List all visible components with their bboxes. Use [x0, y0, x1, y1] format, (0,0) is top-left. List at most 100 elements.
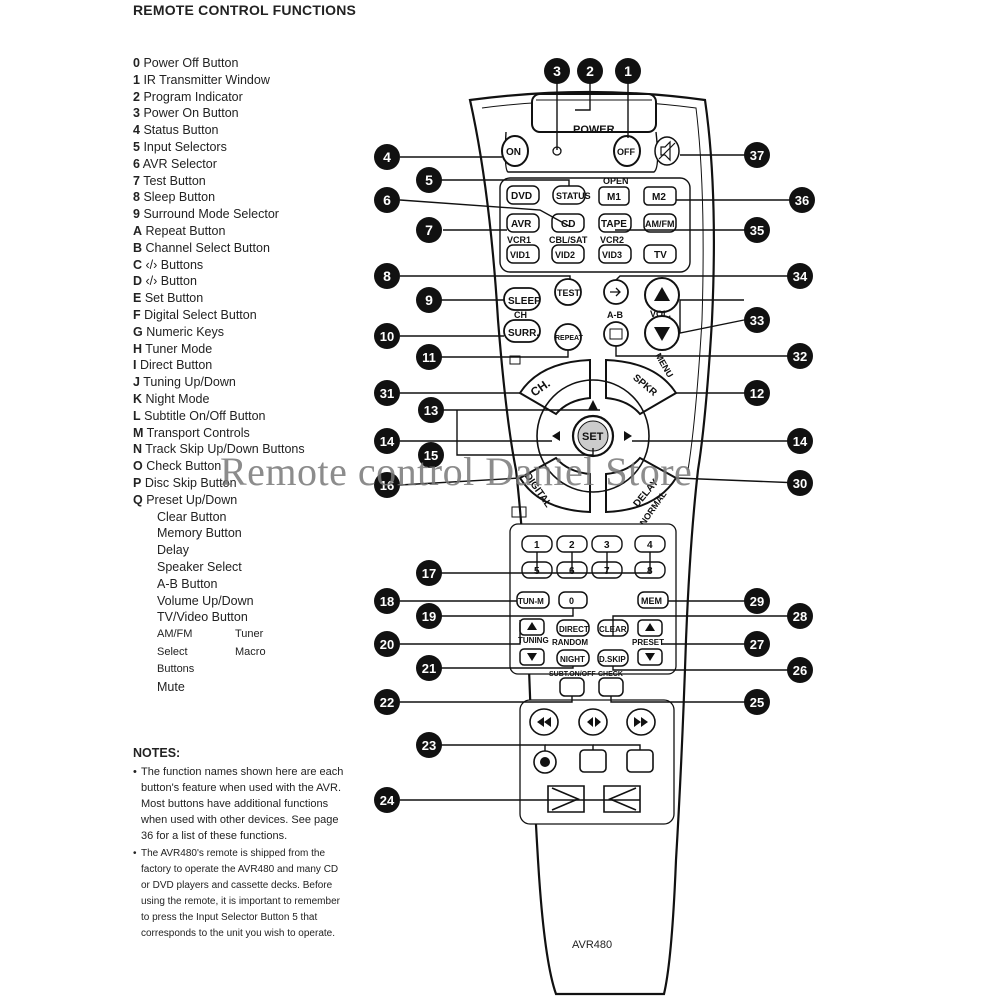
stop-button[interactable] [579, 749, 607, 773]
fast-forward-button[interactable] [626, 708, 656, 736]
legend-key: H [133, 341, 143, 356]
legend-key: E [133, 291, 142, 306]
legend-item: TV/Video Button [157, 610, 248, 625]
svg-text:ON: ON [506, 147, 521, 158]
tv-button[interactable]: TV [643, 244, 677, 264]
legend-item: 5 Input Selectors [133, 139, 363, 156]
leader-line [610, 696, 759, 703]
m1-button[interactable]: M1 [598, 186, 630, 206]
nav-up-icon[interactable] [588, 400, 598, 410]
leader-line [575, 80, 591, 111]
svg-text:8: 8 [383, 268, 391, 284]
vid3-button[interactable]: VID3 [598, 244, 632, 264]
svg-text:SLEEP: SLEEP [508, 296, 541, 307]
number-key-3[interactable]: 3 [591, 535, 623, 553]
callout-14: 14 [787, 428, 813, 454]
legend-key: J [133, 375, 140, 390]
legend-text: Sleep Button [143, 190, 216, 205]
preset-up-button[interactable] [637, 619, 663, 637]
preset-down-button[interactable] [637, 648, 663, 666]
nav-right-icon[interactable] [624, 431, 632, 441]
legend-key: O [133, 459, 143, 474]
number-key-2[interactable]: 2 [556, 535, 588, 553]
tv-video-button[interactable] [603, 279, 629, 305]
ab-button[interactable] [603, 321, 629, 347]
svg-text:33: 33 [750, 313, 764, 328]
leader-line [615, 275, 800, 281]
nav-left-icon[interactable] [552, 431, 560, 441]
volume-down-button[interactable] [644, 315, 680, 351]
disc-skip-button[interactable]: D.SKIP [597, 649, 629, 667]
avr-button[interactable]: AVR [506, 213, 540, 233]
vid2-button[interactable]: VID2 [551, 244, 585, 264]
legend-item: 6 AVR Selector [133, 156, 363, 173]
triangle-up-icon [654, 287, 670, 301]
check-label: CHECK [598, 671, 623, 678]
leader-line [441, 179, 570, 186]
legend-item: I Direct Button [133, 357, 363, 374]
callout-20: 20 [374, 631, 400, 657]
skip-back-button[interactable] [547, 785, 585, 813]
amfm-button[interactable]: AM/FM [643, 213, 677, 233]
rewind-button[interactable] [529, 708, 559, 736]
svg-text:4: 4 [383, 149, 391, 165]
channel-select-button[interactable] [518, 358, 591, 416]
legend-item: D ‹/› Button [133, 273, 363, 290]
dvd-button[interactable]: DVD [506, 185, 540, 205]
tuner-mode-button[interactable]: TUN-M [516, 591, 550, 609]
record-button[interactable] [533, 750, 557, 774]
page-title: REMOTE CONTROL FUNCTIONS [133, 2, 357, 18]
svg-text:TV: TV [654, 250, 667, 261]
skip-forward-icon [607, 787, 637, 811]
vid1-button[interactable]: VID1 [506, 244, 540, 264]
sleep-button[interactable]: SLEEP [503, 287, 541, 311]
svg-text:19: 19 [422, 609, 436, 624]
legend-text: Tuning Up/Down [143, 375, 236, 390]
skip-forward-button[interactable] [603, 785, 641, 813]
subtitle-button[interactable] [559, 677, 585, 697]
legend-text: Preset Up/Down [146, 492, 238, 507]
cd-button[interactable]: CD [551, 213, 585, 233]
svg-text:3: 3 [604, 540, 610, 551]
svg-text:35: 35 [750, 223, 764, 238]
legend-pair-left: Select [157, 645, 188, 658]
legend-item: Memory Button [157, 526, 242, 541]
night-button[interactable]: NIGHT [556, 649, 590, 667]
play-button[interactable] [578, 708, 608, 736]
svg-text:STATUS: STATUS [556, 191, 591, 201]
mute-button[interactable] [654, 136, 680, 166]
digital-select-button[interactable] [518, 456, 591, 514]
tuning-up-button[interactable] [519, 618, 545, 636]
pause-button[interactable] [626, 749, 654, 773]
legend-item: J Tuning Up/Down [133, 374, 363, 391]
number-key-4[interactable]: 4 [634, 535, 666, 553]
zero-button[interactable]: 0 [558, 591, 588, 609]
number-key-1[interactable]: 1 [521, 535, 553, 553]
callout-5: 5 [416, 167, 442, 193]
legend-text: Numeric Keys [146, 324, 225, 339]
direct-button[interactable]: DIRECT [556, 619, 590, 637]
surround-button[interactable]: SURR. [503, 319, 541, 343]
legend-key: 2 [133, 89, 140, 104]
tape-button[interactable]: TAPE [598, 213, 632, 233]
m2-button[interactable]: M2 [643, 186, 677, 206]
volume-up-button[interactable] [644, 277, 680, 313]
test-button[interactable]: TEST [554, 278, 582, 306]
callout-30: 30 [787, 470, 813, 496]
legend-item: 9 Surround Mode Selector [133, 206, 363, 223]
callout-28: 28 [787, 603, 813, 629]
svg-text:6: 6 [383, 192, 391, 208]
power-off-button[interactable]: OFF [613, 135, 641, 167]
memory-button[interactable]: MEM [637, 591, 669, 609]
check-button[interactable] [598, 677, 624, 697]
notes-heading: NOTES: [133, 746, 181, 760]
legend-key: 7 [133, 173, 140, 188]
leader-line [615, 346, 800, 357]
callout-9: 9 [416, 287, 442, 313]
legend-item: C ‹/› Buttons [133, 257, 363, 274]
tuning-down-button[interactable] [519, 648, 545, 666]
power-on-button[interactable]: ON [501, 135, 529, 167]
legend-key: A [133, 223, 143, 238]
